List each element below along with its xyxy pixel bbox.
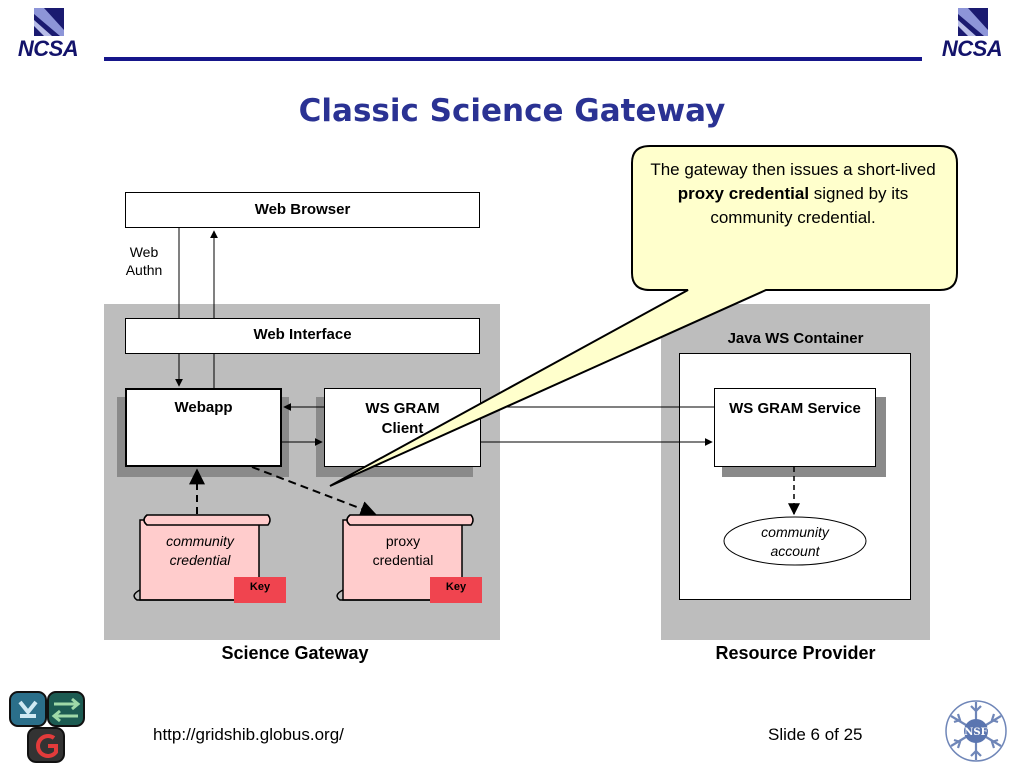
header-rule [104,57,922,61]
java-ws-container-label: Java WS Container [727,330,864,347]
ncsa-mark-icon [34,8,64,36]
science-gateway-caption: Science Gateway [221,643,369,663]
proxy-credential-line2: credential [372,552,434,568]
callout-text-before: The gateway then issues a short-lived [650,160,936,179]
ncsa-wordmark: NCSA [941,36,1003,61]
community-account-label: community account [724,523,866,561]
community-account-line2: account [770,543,820,559]
community-credential-line1: community [166,533,234,549]
web-authn-line2: Authn [125,262,163,278]
proxy-credential-line1: proxy [385,533,421,549]
callout-text-after: signed by its community credential. [710,184,909,227]
proxy-key-badge: Key [430,577,482,603]
ncsa-logo-left: NCSA [8,2,88,62]
slide-title: Classic Science Gateway [298,93,726,129]
gridshib-logo-icon [9,691,85,763]
callout-bubble [329,145,958,487]
ws-gram-client-line1: WS GRAM [365,400,440,417]
community-credential-line2: credential [169,552,231,568]
nsf-seal-text: NSF [964,727,987,738]
resource-provider-caption: Resource Provider [715,643,876,663]
proxy-credential-label: proxy credential [343,532,463,570]
webapp-to-proxy-dashed-arrow [251,466,377,517]
ncsa-mark-icon [958,8,988,36]
webapp-box: Webapp [125,388,282,467]
footer-url: http://gridshib.globus.org/ [153,725,344,744]
community-key-badge: Key [234,577,286,603]
community-account-line1: community [761,524,829,540]
community-credential-label: community credential [140,532,260,570]
web-authn-line1: Web [129,244,159,260]
slide-counter: Slide 6 of 25 [768,725,863,744]
nsf-seal-icon: NSF [945,700,1007,762]
community-credential-scroll [133,514,271,601]
ncsa-logo-right: NCSA [932,2,1012,62]
web-browser-box: Web Browser [125,192,480,228]
callout-text: The gateway then issues a short-lived pr… [642,158,944,230]
ws-gram-service-box: WS GRAM Service [714,388,876,467]
web-interface-box: Web Interface [125,318,480,354]
web-authn-label: Web Authn [114,243,174,279]
ncsa-wordmark: NCSA [17,36,79,61]
ws-gram-client-line2: Client [381,420,424,437]
community-account-ellipse [723,516,867,566]
callout-text-bold: proxy credential [677,184,810,203]
